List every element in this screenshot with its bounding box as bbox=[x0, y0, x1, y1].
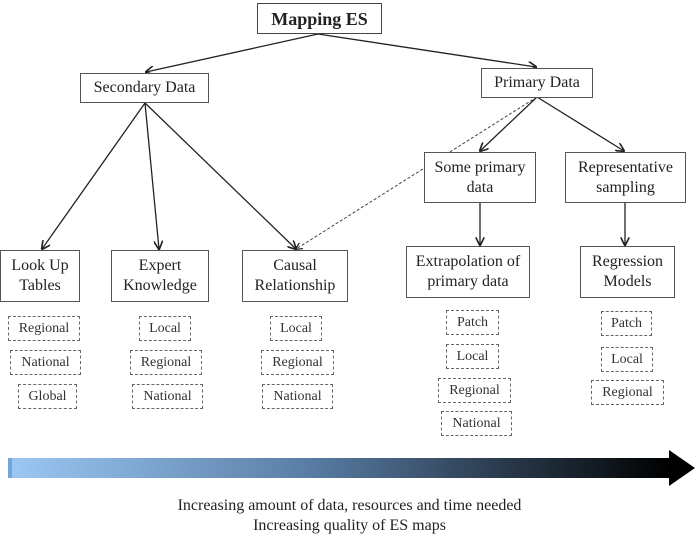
node-primary-data: Primary Data bbox=[481, 68, 593, 98]
scale-tag: Regional bbox=[8, 316, 80, 341]
gradient-arrow-head bbox=[669, 450, 695, 486]
scale-tag: Patch bbox=[446, 310, 499, 335]
node-extrapolation: Extrapolation of primary data bbox=[406, 246, 530, 298]
edge-secondary-expert bbox=[144, 102, 159, 249]
scale-tag: Local bbox=[139, 316, 191, 341]
node-mapping-es: Mapping ES bbox=[257, 3, 382, 34]
scale-tag: Regional bbox=[438, 378, 511, 403]
gradient-arrow-edge bbox=[8, 458, 12, 478]
edge-root-secondary bbox=[146, 33, 319, 72]
scale-tag: Local bbox=[601, 347, 653, 372]
edge-primary-causal-dashed bbox=[296, 96, 538, 249]
scale-tag: National bbox=[132, 384, 203, 409]
scale-tag: Patch bbox=[601, 311, 652, 336]
edge-primary-some bbox=[480, 96, 538, 151]
gradient-arrow bbox=[8, 450, 695, 486]
node-causal-relationship: Causal Relationship bbox=[242, 250, 348, 302]
caption-resources: Increasing amount of data, resources and… bbox=[177, 497, 522, 514]
scale-tag: Local bbox=[446, 344, 499, 369]
node-some-primary-data: Some primary data bbox=[424, 152, 536, 203]
node-secondary-data: Secondary Data bbox=[80, 73, 209, 103]
edge-primary-representative bbox=[536, 96, 624, 151]
gradient-arrow-shaft bbox=[8, 458, 671, 478]
node-representative-sampling: Representative sampling bbox=[565, 152, 686, 203]
edge-secondary-causal bbox=[144, 102, 296, 249]
scale-tag: Regional bbox=[130, 350, 202, 375]
scale-tag: National bbox=[441, 411, 512, 436]
scale-tag: Local bbox=[270, 316, 322, 341]
edge-root-primary bbox=[317, 33, 536, 67]
scale-tag: Regional bbox=[261, 350, 334, 375]
scale-tag: Global bbox=[18, 384, 77, 409]
scale-tag: National bbox=[262, 384, 333, 409]
caption-quality: Increasing quality of ES maps bbox=[253, 517, 446, 534]
node-regression-models: Regression Models bbox=[580, 246, 675, 298]
scale-tag: National bbox=[10, 350, 81, 375]
node-expert-knowledge: Expert Knowledge bbox=[111, 250, 209, 302]
edge-secondary-lookup bbox=[42, 102, 146, 249]
node-look-up-tables: Look Up Tables bbox=[0, 250, 80, 302]
scale-tag: Regional bbox=[591, 380, 664, 405]
